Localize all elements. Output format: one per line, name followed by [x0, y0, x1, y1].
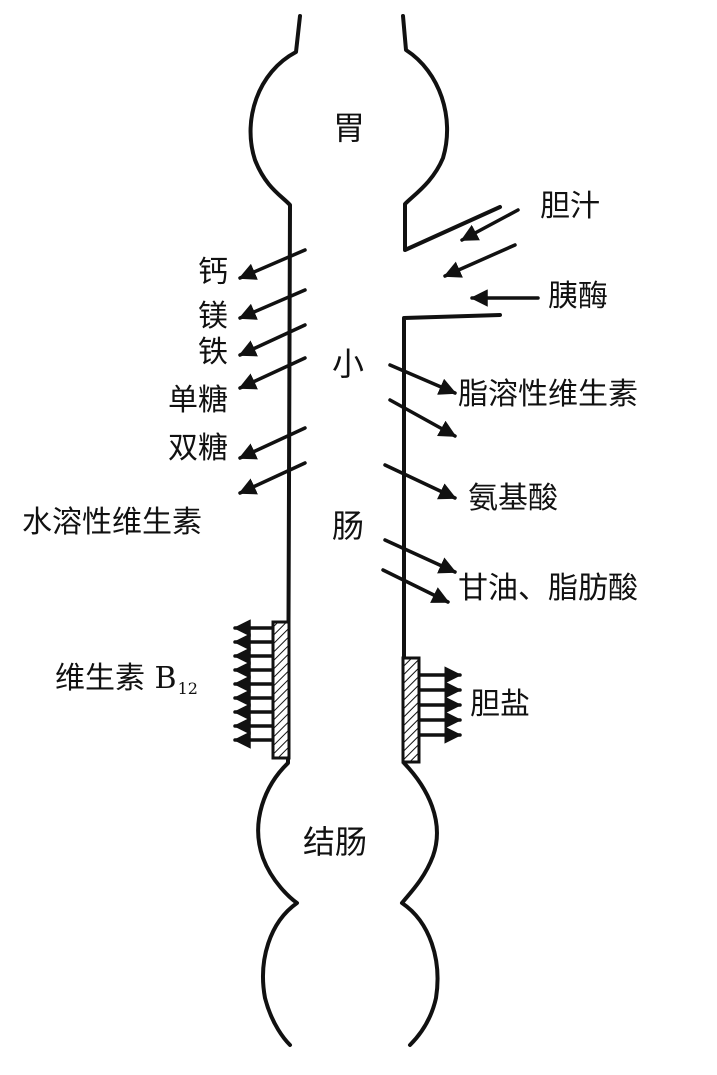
tract-right-wall-upper: [401, 14, 502, 252]
bile-arrow-2: [443, 243, 517, 278]
vitamin-b12-text: 维生素 B: [55, 661, 177, 696]
monosaccharide-label: 单糖: [168, 383, 228, 418]
fat-soluble-vitamins-label: 脂溶性维生素: [458, 377, 638, 412]
water-soluble-vitamins-label: 水溶性维生素: [22, 505, 202, 540]
magnesium-label: 镁: [198, 299, 228, 334]
bile-label: 胆汁: [540, 189, 600, 224]
colon-label: 结肠: [303, 823, 368, 861]
pancreatic-enzymes-label: 胰酶: [548, 279, 608, 314]
vitamin-b12-subscript: 12: [177, 679, 198, 698]
vitamin-b12-label: 维生素 B12: [55, 664, 198, 697]
small-intestine-label-1: 小: [332, 345, 365, 383]
right-absorption-arrows: [381, 363, 457, 604]
glycerol-fatty-acids-label: 甘油、脂肪酸: [458, 571, 638, 606]
small-intestine-label-2: 肠: [332, 507, 365, 545]
left-absorption-arrows: [238, 248, 307, 495]
disaccharide-label: 双糖: [168, 431, 228, 466]
b12-absorption-zone: [271, 620, 291, 760]
stomach-label: 胃: [333, 109, 366, 147]
b12-arrows: [233, 619, 274, 749]
pancreatic-duct: [400, 313, 502, 1047]
bile-salts-label: 胆盐: [470, 687, 530, 722]
iron-label: 铁: [198, 335, 228, 370]
tract-left-wall: [248, 14, 302, 1047]
calcium-label: 钙: [198, 255, 228, 290]
bile-salt-absorption-zone: [401, 656, 421, 764]
bile-salt-arrows: [418, 666, 462, 744]
amino-acids-label: 氨基酸: [468, 481, 558, 516]
bile-arrow-1: [460, 208, 520, 242]
